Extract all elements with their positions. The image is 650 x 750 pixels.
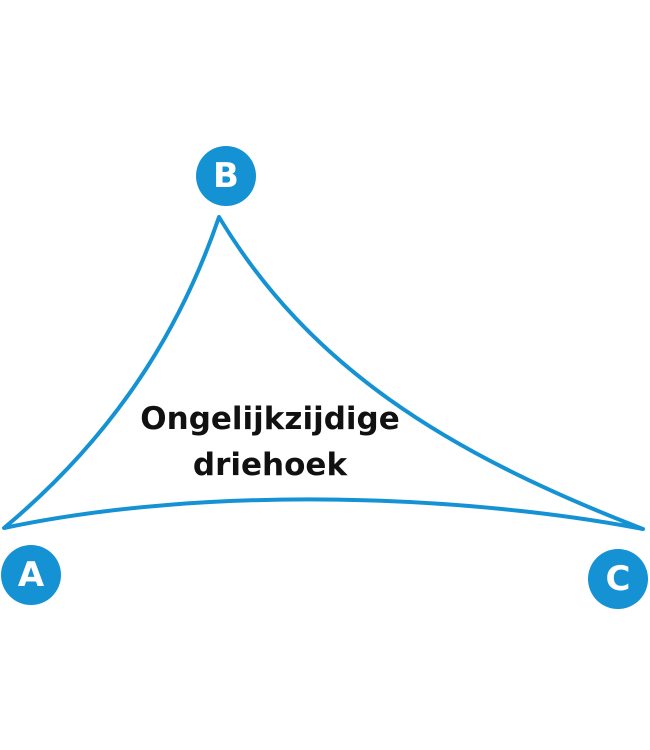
triangle-label: Ongelijkzijdige driehoek [120, 396, 420, 488]
triangle-outline [2, 215, 645, 531]
vertex-b-marker: B [196, 146, 256, 206]
triangle-label-line2: driehoek [192, 447, 348, 483]
triangle-label-line1: Ongelijkzijdige [140, 401, 400, 437]
vertex-c-marker: C [588, 549, 648, 609]
vertex-a-marker: A [1, 545, 61, 605]
